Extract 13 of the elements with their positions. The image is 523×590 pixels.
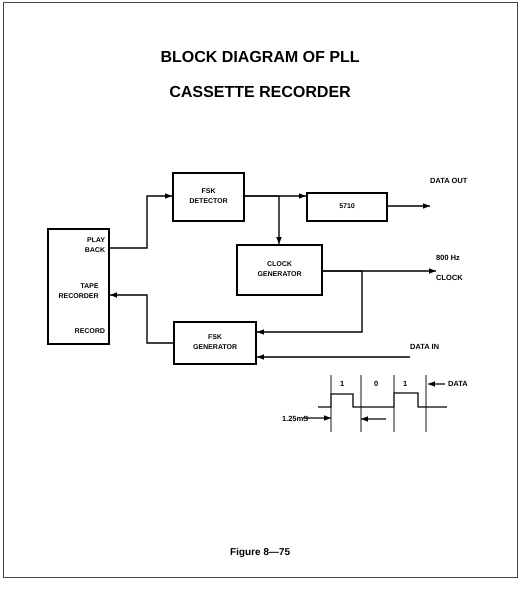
diagram-title: BLOCK DIAGRAM OF PLL CASSETTE RECORDER bbox=[159, 48, 361, 103]
arrow bbox=[110, 193, 172, 249]
arrow bbox=[110, 292, 173, 344]
arrow bbox=[388, 203, 430, 209]
process-box bbox=[173, 321, 257, 365]
process-box bbox=[172, 172, 245, 222]
arrow bbox=[257, 270, 363, 335]
arrow bbox=[245, 195, 282, 244]
device-box bbox=[47, 228, 110, 345]
process-box bbox=[236, 244, 323, 296]
arrow bbox=[257, 354, 410, 360]
figure-caption: Figure 8—75 bbox=[228, 546, 292, 560]
process-box bbox=[306, 192, 388, 222]
